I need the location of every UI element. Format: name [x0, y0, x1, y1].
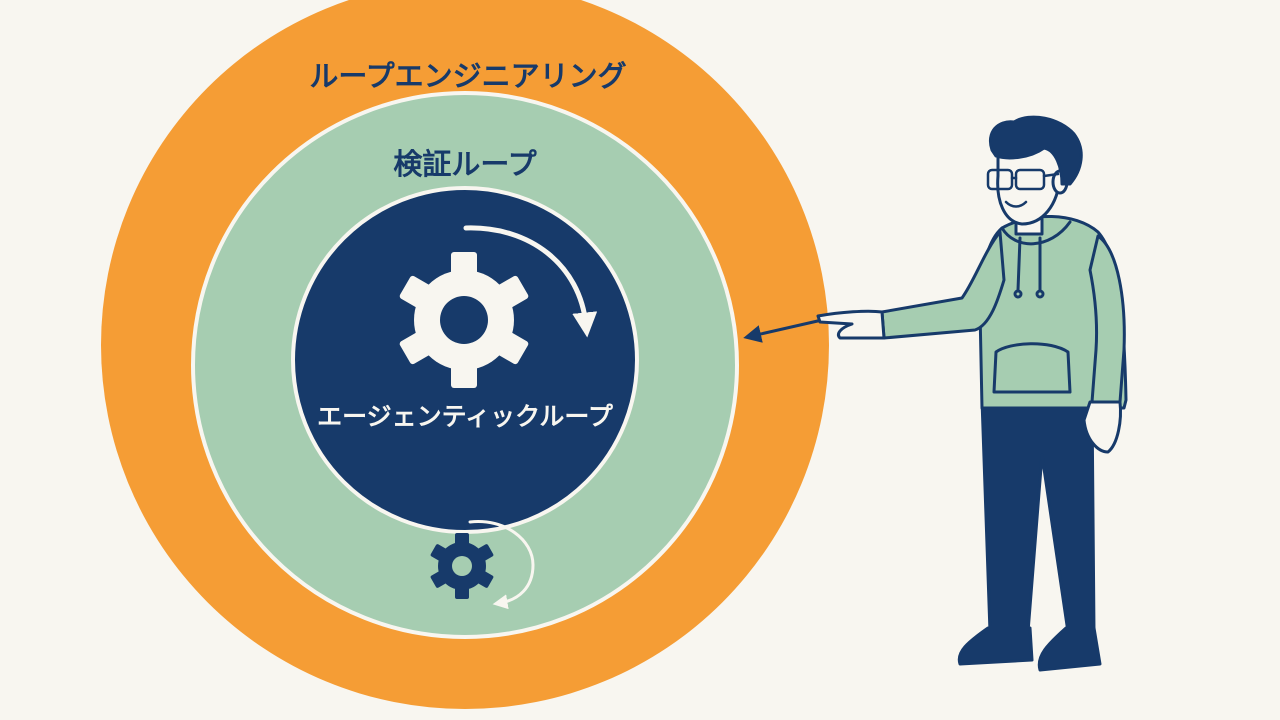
person-figure — [816, 115, 1128, 672]
outer-ring-label: ループエンジニアリング — [309, 59, 626, 93]
right-shoe — [1037, 626, 1102, 672]
large-gear-icon — [399, 252, 529, 388]
pointer-arrow-icon — [743, 318, 824, 343]
hoodie-pocket — [992, 342, 1072, 394]
hanging-hand — [1082, 400, 1122, 454]
middle-ring-label: 検証ループ — [393, 147, 537, 181]
hanging-arm — [1088, 234, 1126, 404]
inner-rotation-arrow-icon — [463, 225, 598, 338]
pointing-hand — [816, 309, 886, 340]
glasses-icon — [986, 168, 1060, 191]
pants — [980, 398, 1096, 634]
pointing-arm — [880, 230, 1006, 340]
left-shoe — [957, 626, 1034, 666]
inner-core-label: エージェンティックループ — [317, 402, 614, 431]
small-gear-icon — [430, 533, 494, 599]
small-rotation-arrow-icon — [468, 520, 535, 610]
hair — [989, 115, 1083, 186]
